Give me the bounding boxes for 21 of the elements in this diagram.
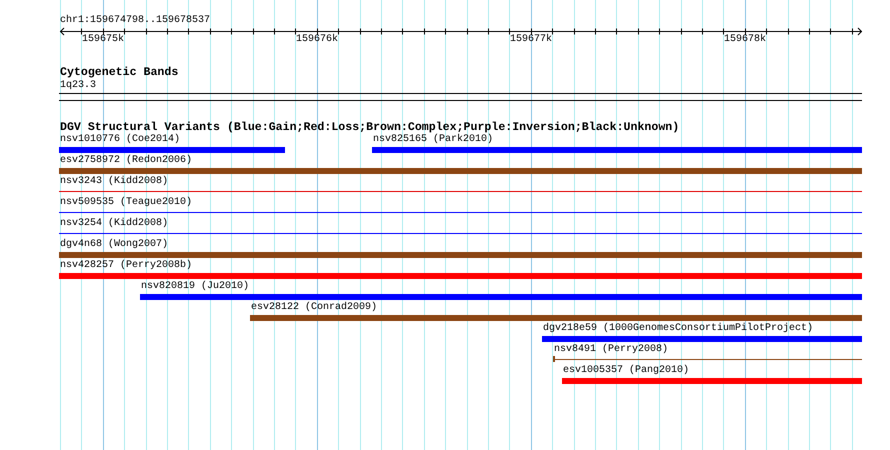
tick-label: 159677k (510, 34, 552, 46)
variant-label: nsv3254 (Kidd2008) (60, 218, 168, 230)
variant-label: esv1005357 (Pang2010) (563, 365, 690, 377)
position-label: chr1:159674798..159678537 (60, 15, 210, 27)
variant-label: esv28122 (Conrad2009) (251, 302, 378, 314)
tick-label: 159678k (724, 34, 766, 46)
variant-label: nsv428257 (Perry2008b) (60, 260, 192, 272)
track-title: DGV Structural Variants (Blue:Gain;Red:Loss;Brown:Complex;Purple:Inversion;Black:Unknown) (60, 121, 680, 134)
variant-label: nsv8491 (Perry2008) (554, 344, 668, 356)
tick-label: 159676k (296, 34, 338, 46)
variant-label: dgv4n68 (Wong2007) (60, 239, 168, 251)
tick-label: 159675k (82, 34, 124, 46)
band-label: 1q23.3 (60, 80, 96, 92)
variant-label: nsv509535 (Teague2010) (60, 197, 192, 209)
variant-label: nsv3243 (Kidd2008) (60, 176, 168, 188)
variant-label: nsv1010776 (Coe2014) (60, 134, 180, 146)
variant-label: esv2758972 (Redon2006) (60, 155, 192, 167)
variant-label: dgv218e59 (1000GenomesConsortiumPilotProject) (543, 323, 814, 335)
variant-label: nsv825165 (Park2010) (373, 134, 494, 146)
variant-label: nsv820819 (Ju2010) (141, 281, 250, 293)
track-title: Cytogenetic Bands (60, 66, 178, 79)
